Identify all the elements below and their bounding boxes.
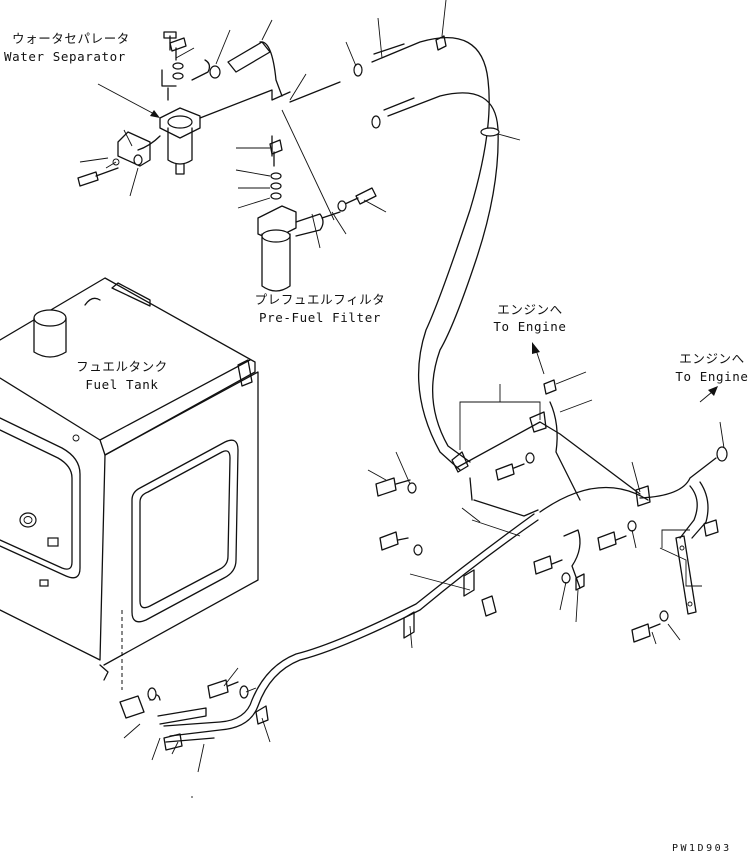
fuel-tank-drawing <box>0 277 259 690</box>
pre-fuel-filter-label-en: Pre-Fuel Filter <box>259 310 381 325</box>
leader-lines <box>79 0 725 798</box>
fuel-tank-label-en: Fuel Tank <box>85 377 159 392</box>
to-engine-2-label-jp: エンジンへ <box>679 351 745 366</box>
lower-lines-drawing <box>119 379 728 751</box>
pre-fuel-filter-label-jp: プレフュエルフィルタ <box>254 292 386 307</box>
fuel-hose-drawing <box>353 35 500 471</box>
to-engine-1-label-jp: エンジンへ <box>497 302 563 317</box>
to-engine-arrow-1 <box>535 349 545 375</box>
bolts-drawing <box>163 31 669 699</box>
water-separator-label-jp: ウォータセパレータ <box>12 31 130 46</box>
to-engine-1-label-en: To Engine <box>493 319 567 334</box>
pre-fuel-filter-drawing <box>257 139 377 292</box>
fuel-tank-label-jp: フュエルタンク <box>76 359 168 374</box>
to-engine-arrow-2 <box>699 391 713 403</box>
water-separator-drawing <box>77 37 283 187</box>
to-engine-2-label-en: To Engine <box>675 369 749 384</box>
water-separator-label-en: Water Separator <box>4 49 126 64</box>
drawing-code: PW1D903 <box>672 843 732 854</box>
